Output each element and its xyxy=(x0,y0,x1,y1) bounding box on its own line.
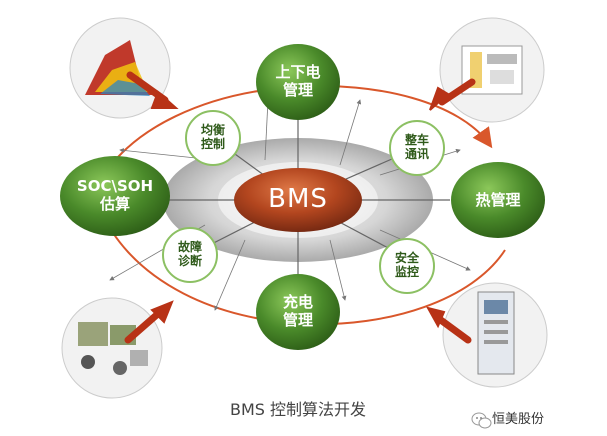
main-node-circles xyxy=(60,44,545,350)
thumbnail-charging-cabinet xyxy=(442,282,548,388)
bms-core xyxy=(234,168,362,232)
wechat-icon xyxy=(471,412,492,429)
thumbnail-balance-circuit xyxy=(61,297,163,399)
sub-node-circles xyxy=(162,110,445,294)
thumbnail-thermal-device xyxy=(439,17,545,123)
big-arrows xyxy=(124,71,476,344)
